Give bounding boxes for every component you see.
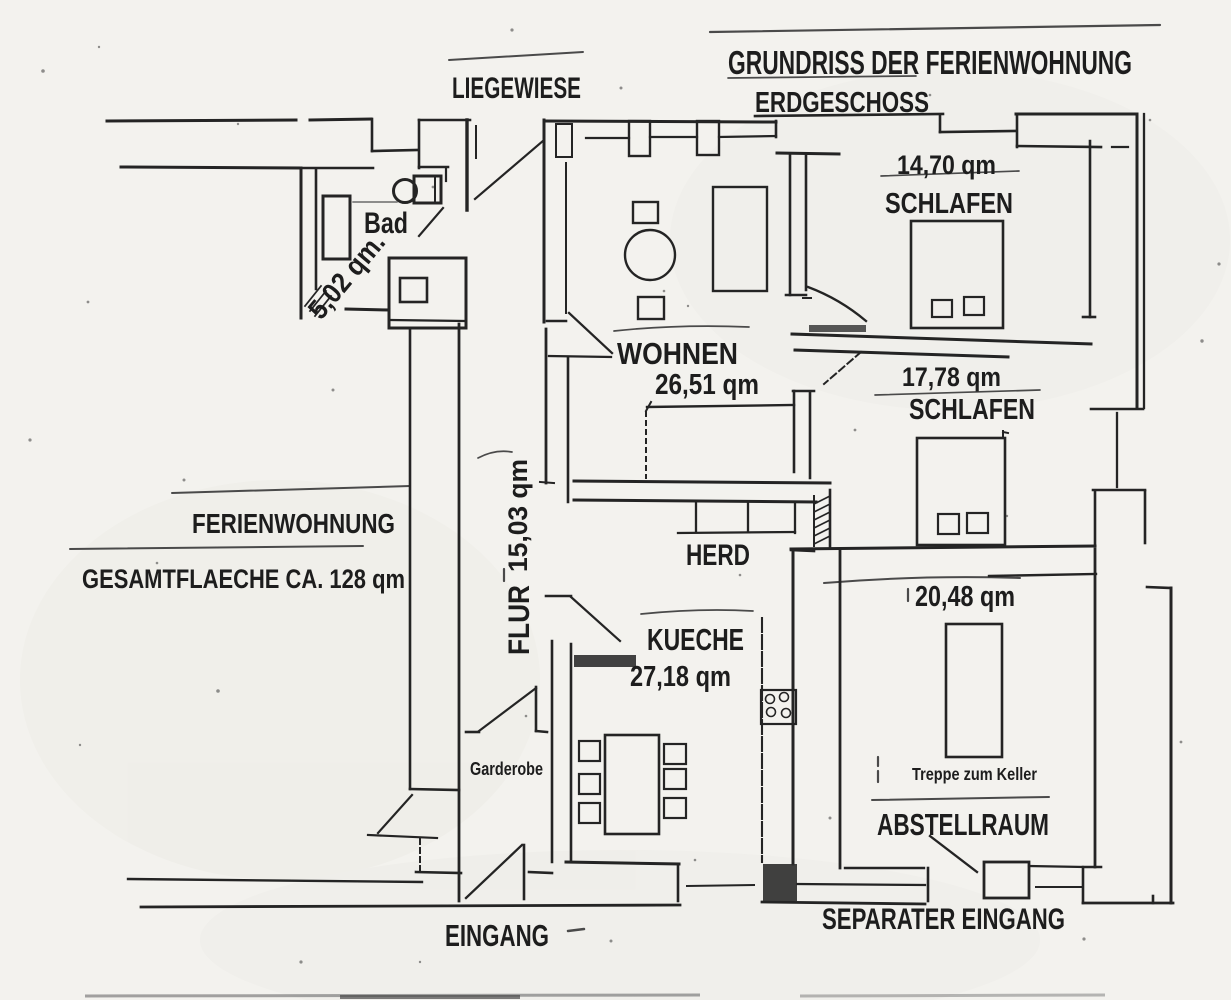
washbasin: [321, 194, 352, 261]
kitchen-door-threshold: [574, 655, 636, 667]
stove-burners: [764, 691, 792, 719]
stool-2: [636, 295, 666, 321]
round-table: [623, 228, 677, 282]
room-label-schlafen-2: SCHLAFEN: [909, 394, 1035, 426]
wardrobe-label: Garderobe: [470, 759, 543, 779]
apartment-label: FERIENWOHNUNG: [192, 508, 395, 539]
entrance-label: EINGANG: [445, 918, 549, 953]
bath-fixtures: [321, 174, 468, 330]
room-label-wohnen-area: 26,51 qm: [655, 369, 759, 401]
room-label-kueche-area: 27,18 qm: [630, 661, 731, 693]
room-label-flur: FLUR: [503, 585, 536, 655]
shower-bottom-line: [389, 318, 466, 323]
stove-label: HERD: [686, 539, 750, 572]
room-label-flur-area: 15,03 qm: [503, 459, 533, 572]
thin-lines: [69, 23, 1162, 933]
room-label-schlafen-1-area: 14,70 qm: [897, 150, 996, 180]
kitchen-corner-block: [763, 864, 797, 901]
room-label-schlafen-2-area: 17,78 qm: [902, 362, 1001, 392]
total-area-label: GESAMTFLAECHE CA. 128 qm: [82, 564, 405, 594]
toilet-tank: [412, 174, 443, 205]
labels: GRUNDRISS DER FERIENWOHNUNG ERDGESCHOSS …: [82, 44, 1132, 953]
room-label-bad: Bad: [364, 207, 408, 240]
floor-subtitle: ERDGESCHOSS: [755, 87, 929, 119]
scan-edge-artifacts: [84, 993, 1106, 999]
separate-entrance-label: SEPARATER EINGANG: [822, 903, 1065, 936]
stool-1: [631, 200, 660, 225]
walls: [105, 112, 1175, 909]
toilet-bowl: [392, 178, 418, 204]
couch: [711, 185, 769, 293]
shower-inner: [398, 276, 429, 304]
stairs-label: Treppe zum Keller: [912, 764, 1037, 784]
hatching-and-thresholds: [303, 284, 866, 901]
room-label-schlafen-1: SCHLAFEN: [885, 188, 1013, 220]
living-room-furniture: [623, 185, 769, 321]
room-label-abstellraum-area: 20,48 qm: [915, 581, 1015, 613]
shower-outer: [387, 256, 468, 330]
room-label-kueche: KUECHE: [647, 622, 744, 657]
page-title: GRUNDRISS DER FERIENWOHNUNG: [728, 44, 1132, 81]
lawn-label: LIEGEWIESE: [452, 72, 581, 105]
scan-speckles: [28, 28, 1221, 964]
room-label-wohnen: WOHNEN: [617, 336, 738, 371]
bedroom-door-threshold: [809, 325, 866, 332]
room-label-abstellraum: ABSTELLRAUM: [877, 807, 1049, 842]
